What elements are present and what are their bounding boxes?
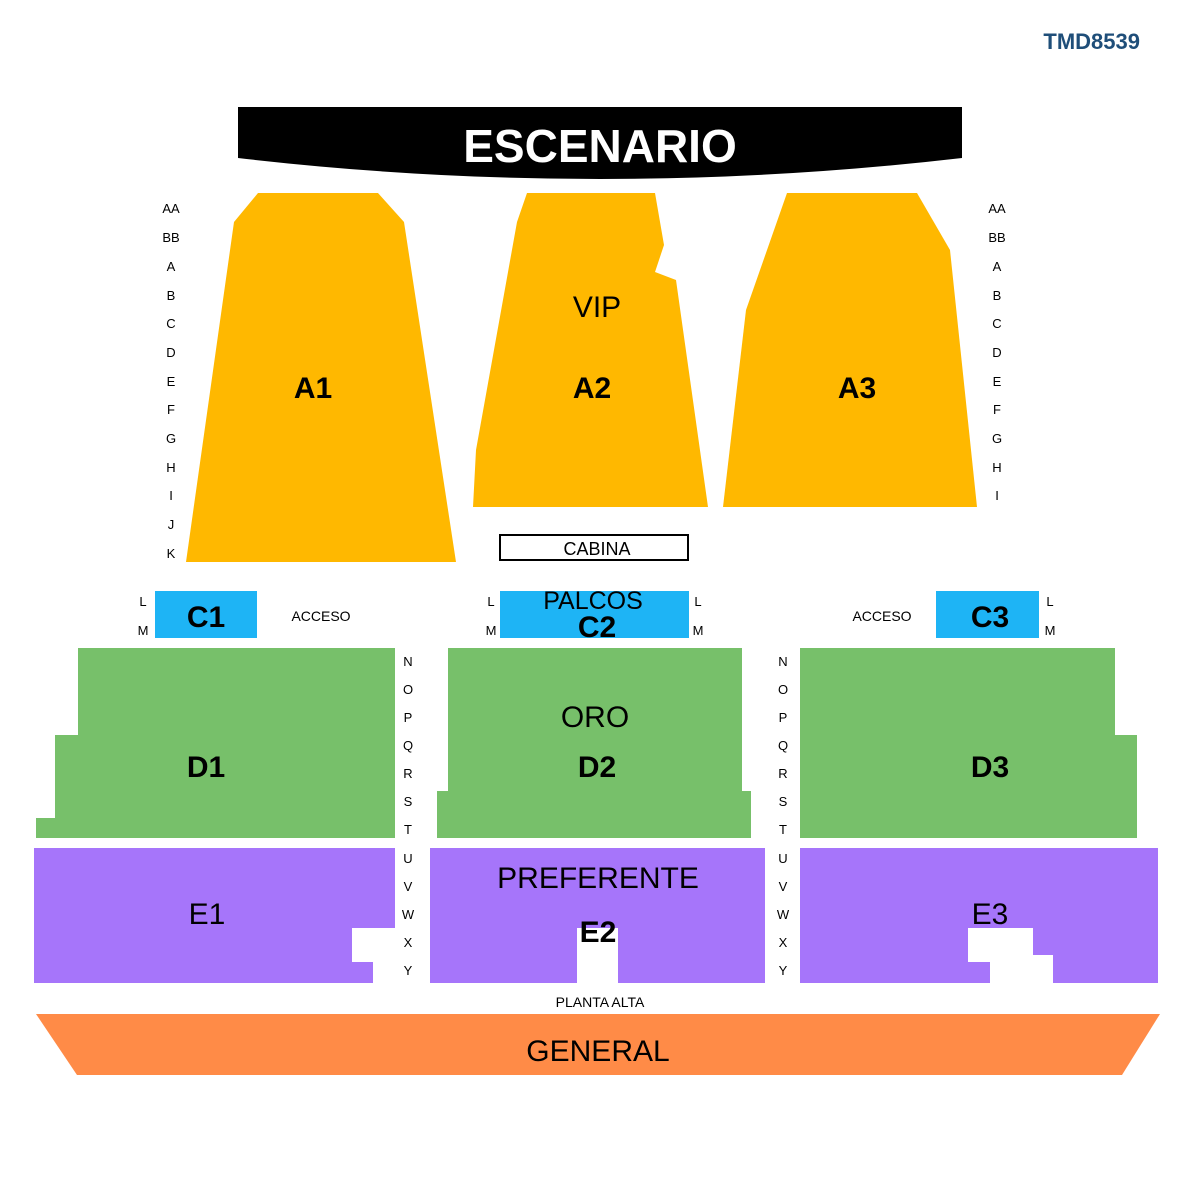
section-e2[interactable] xyxy=(430,848,765,983)
row-letter: O xyxy=(403,682,413,697)
row-letter: V xyxy=(404,879,413,894)
section-c3-label: C3 xyxy=(971,601,1009,634)
section-a3[interactable] xyxy=(723,193,977,507)
row-letter: W xyxy=(777,907,790,922)
section-a3-label: A3 xyxy=(838,372,876,405)
section-e1-label: E1 xyxy=(189,898,226,931)
row-letter: D xyxy=(166,345,175,360)
row-letter: BB xyxy=(988,230,1005,245)
row-letter: C xyxy=(992,316,1001,331)
row-letter: T xyxy=(779,822,787,837)
row-letter: D xyxy=(992,345,1001,360)
stage xyxy=(238,107,962,179)
row-letter: P xyxy=(779,710,788,725)
section-general-label: GENERAL xyxy=(526,1035,669,1068)
row-letter: E xyxy=(993,374,1002,389)
row-letter: AA xyxy=(162,201,180,216)
stage-label: ESCENARIO xyxy=(463,120,736,172)
row-letter: B xyxy=(993,288,1002,303)
section-a1[interactable] xyxy=(186,193,456,562)
section-d3-label: D3 xyxy=(971,751,1009,784)
section-d1-label: D1 xyxy=(187,751,225,784)
row-letter: W xyxy=(402,907,415,922)
row-letter: Q xyxy=(403,738,413,753)
row-letter: I xyxy=(169,488,173,503)
section-a2[interactable] xyxy=(473,193,708,507)
section-e1[interactable] xyxy=(34,848,395,983)
rows-a-left: AA BB A B C D E F G H I J K xyxy=(162,201,180,561)
row-letter: O xyxy=(778,682,788,697)
row-letter: L xyxy=(139,594,146,609)
row-letter: X xyxy=(404,935,413,950)
section-c2-label: C2 xyxy=(578,611,616,644)
section-a2-vip-label: VIP xyxy=(573,291,621,324)
row-letter: R xyxy=(778,766,787,781)
section-c3[interactable] xyxy=(936,591,1039,638)
section-c2-palcos-label: PALCOS xyxy=(543,587,643,615)
row-letter: M xyxy=(138,623,149,638)
section-d2[interactable] xyxy=(437,648,751,838)
row-letter: U xyxy=(778,851,787,866)
row-letter: R xyxy=(403,766,412,781)
row-letter: BB xyxy=(162,230,179,245)
row-letter: AA xyxy=(988,201,1006,216)
row-letter: S xyxy=(404,794,413,809)
row-letter: J xyxy=(168,517,175,532)
row-letter: M xyxy=(693,623,704,638)
row-letter: H xyxy=(992,460,1001,475)
row-letter: Y xyxy=(779,963,788,978)
section-e3[interactable] xyxy=(800,848,1158,983)
row-letter: A xyxy=(167,259,176,274)
row-letter: Y xyxy=(404,963,413,978)
row-letter: M xyxy=(486,623,497,638)
row-letter: C xyxy=(166,316,175,331)
row-letter: L xyxy=(694,594,701,609)
section-e2-preferente-label: PREFERENTE xyxy=(497,862,699,895)
section-c1[interactable] xyxy=(155,591,257,638)
section-c2[interactable] xyxy=(500,591,689,638)
acceso-right-label: ACCESO xyxy=(852,608,911,624)
section-e2-label: E2 xyxy=(580,916,617,949)
section-general[interactable] xyxy=(36,1014,1160,1075)
row-letter: S xyxy=(779,794,788,809)
row-letter: Q xyxy=(778,738,788,753)
row-letter: B xyxy=(167,288,176,303)
row-letter: L xyxy=(1046,594,1053,609)
venue-code: TMD8539 xyxy=(1043,29,1140,54)
planta-alta-label: PLANTA ALTA xyxy=(556,994,645,1010)
section-d3[interactable] xyxy=(800,648,1137,838)
row-letter: F xyxy=(167,402,175,417)
row-letter: P xyxy=(404,710,413,725)
row-letter: H xyxy=(166,460,175,475)
row-letter: M xyxy=(1045,623,1056,638)
section-a2-label: A2 xyxy=(573,372,611,405)
section-c1-label: C1 xyxy=(187,601,225,634)
cabina-label: CABINA xyxy=(563,539,630,559)
row-letter: A xyxy=(993,259,1002,274)
row-letter: F xyxy=(993,402,1001,417)
row-letter: T xyxy=(404,822,412,837)
row-letter: G xyxy=(166,431,176,446)
row-letter: G xyxy=(992,431,1002,446)
row-letter: N xyxy=(778,654,787,669)
row-letter: X xyxy=(779,935,788,950)
row-letter: V xyxy=(779,879,788,894)
rows-de-aisle-left: N O P Q R S T U V W X Y xyxy=(402,654,415,978)
cabina-box xyxy=(499,534,689,561)
rows-a-right: AA BB A B C D E F G H I xyxy=(988,201,1006,503)
acceso-left-label: ACCESO xyxy=(291,608,350,624)
section-d2-label: D2 xyxy=(578,751,616,784)
row-letter: K xyxy=(167,546,176,561)
row-letter: L xyxy=(487,594,494,609)
row-letter: U xyxy=(403,851,412,866)
section-e3-label: E3 xyxy=(972,898,1009,931)
row-letter: I xyxy=(995,488,999,503)
section-d2-oro-label: ORO xyxy=(561,701,629,734)
row-letter: E xyxy=(167,374,176,389)
rows-de-aisle-right: N O P Q R S T U V W X Y xyxy=(777,654,790,978)
row-letter: N xyxy=(403,654,412,669)
section-d1[interactable] xyxy=(36,648,395,838)
section-a1-label: A1 xyxy=(294,372,332,405)
